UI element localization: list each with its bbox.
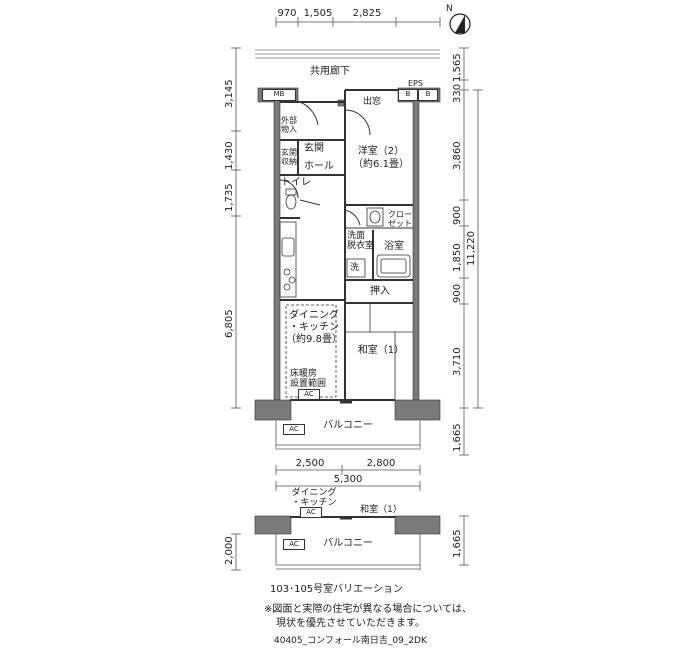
kitchen-counter [279, 221, 297, 298]
closet-label-1: クロー [388, 210, 412, 219]
left-dim-2: 1,430 [224, 141, 235, 170]
western-room-size: （約6.1畳） [353, 159, 409, 170]
left-dim-1: 3,145 [224, 79, 235, 108]
compass-icon [449, 13, 471, 35]
closet-label-2: ゼット [388, 219, 412, 228]
ac-box: AC [298, 389, 320, 400]
bathtub-fixture [376, 254, 411, 278]
genkan-label: 玄関 [304, 143, 324, 154]
eps-label: EPS [408, 79, 423, 88]
floor-heating-label-1: 床暖房 [290, 369, 318, 379]
bottom-dim-1: 2,500 [295, 458, 325, 469]
genkan-storage-label-2: 収納 [281, 157, 297, 166]
right-dim-5: 3,710 [452, 347, 463, 376]
bottom-total-dim: 5,300 [333, 474, 363, 485]
washer-space [346, 258, 366, 278]
disclaimer-line-2: 現状を優先させていただきます。 [276, 618, 425, 629]
variation-ac-box: AC [300, 507, 322, 518]
left-dim-3: 1,735 [224, 183, 235, 212]
dining-size-label: （約9.8畳） [286, 334, 342, 345]
right-dim-top-2: 330 [452, 83, 463, 103]
disclaimer-line-1: ※図面と実際の住宅が異なる場合については、 [264, 604, 472, 615]
toilet-label: トイレ [281, 177, 311, 188]
dining-label-1: ダイニング [289, 310, 339, 321]
variation-walls [254, 515, 441, 535]
outdoor-storage-label-1: 外部 [281, 116, 297, 125]
variation-balcony-ac-box: AC [283, 539, 305, 550]
variation-right-dim: 1,665 [452, 529, 463, 558]
right-balcony-dim: 1,665 [452, 423, 463, 452]
variation-dining-label-1: ダイニング [291, 488, 337, 498]
variation-left-dim: 2,000 [224, 536, 235, 565]
right-dim-top-1: 1,565 [452, 53, 463, 82]
corridor-label: 共用廊下 [310, 66, 350, 77]
outdoor-storage-label-2: 物入 [281, 125, 297, 134]
right-dim-3: 1,850 [452, 243, 463, 272]
demado-label: 出窓 [362, 97, 382, 107]
variation-balcony [275, 534, 421, 570]
toilet-fixture [285, 188, 297, 210]
bath-label: 浴室 [384, 241, 404, 252]
right-dim-2: 900 [452, 205, 463, 225]
washer-label: 洗 [350, 263, 360, 273]
right-dim-4: 900 [452, 283, 463, 303]
floor-heating-label-2: 設置範囲 [290, 379, 327, 389]
left-dim-4: 6,805 [224, 309, 235, 338]
genkan-storage-label-1: 玄関 [281, 148, 297, 157]
dining-label-2: ・キッチン [289, 322, 339, 333]
mb-box: MB [262, 89, 296, 101]
balcony-railing [275, 420, 421, 450]
top-dim-2: 1,505 [303, 8, 333, 19]
eps-box-b1: B [398, 89, 418, 101]
variation-caption: 103･105号室バリエーション [270, 584, 403, 595]
top-dim-3: 2,825 [352, 8, 382, 19]
top-dim-1: 970 [277, 8, 297, 19]
bottom-dim-2: 2,800 [366, 458, 396, 469]
washitsu-label: 和室（1） [357, 345, 405, 356]
tatami-grid [345, 303, 413, 400]
washroom-label-1: 洗面 [347, 231, 366, 241]
eps-box-b2: B [418, 89, 438, 101]
interior-walls [280, 89, 413, 401]
western-room-label: 洋室（2） [357, 146, 405, 157]
hall-label: ホール [304, 161, 334, 172]
washroom-label-2: 脱衣室 [347, 241, 375, 251]
compass-north-label: N [446, 4, 453, 14]
exterior-walls [254, 87, 441, 421]
right-dim-1: 3,860 [452, 141, 463, 170]
variation-dining-label-2: ・キッチン [291, 498, 337, 508]
oshiire-label: 押入 [370, 286, 390, 297]
washbasin-fixture [366, 207, 384, 227]
variation-washitsu-label: 和室（1） [360, 505, 402, 515]
right-total-dim: 11,220 [466, 231, 477, 266]
balcony-label: バルコニー [323, 420, 373, 431]
footer-code: 40405_コンフォール南日吉_09_2DK [274, 636, 427, 646]
balcony-ac-box: AC [283, 424, 305, 435]
variation-balcony-label: バルコニー [323, 538, 373, 549]
